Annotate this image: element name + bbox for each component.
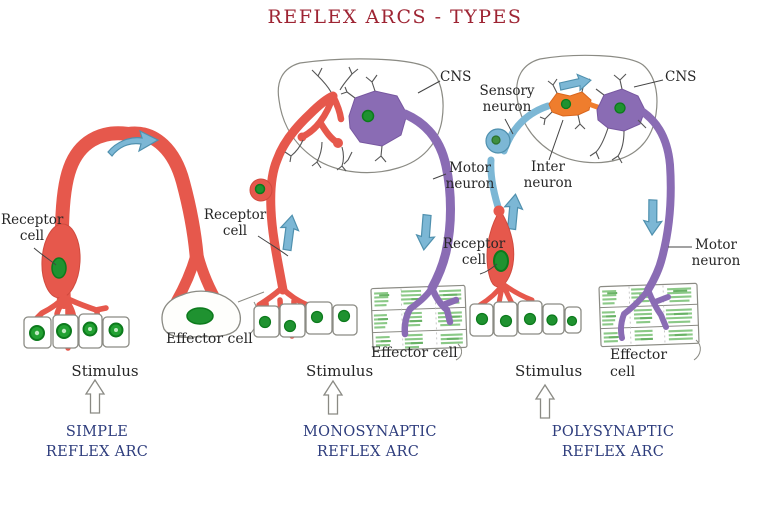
impulse-arrow-down-icon [415, 213, 436, 251]
mono-motor-neuron-axon [400, 109, 455, 293]
label-cns-mono: CNS [440, 69, 472, 85]
poly-motor-axon-branches [617, 287, 671, 341]
poly-sensory-ganglion-nucleus [491, 135, 501, 145]
stimulus-arrow-icon [322, 379, 344, 415]
poly-interneuron-nucleus [560, 98, 572, 110]
impulse-arrow-icon [107, 129, 160, 157]
polysynaptic-reflex-arc-drawing [469, 54, 701, 361]
simple-neuron-arc [54, 126, 204, 309]
label-motor-neuron-mono: Motor neuron [445, 160, 495, 192]
simple-effector-nucleus [186, 307, 214, 325]
mono-sensory-terminal-branches [298, 92, 345, 147]
stimulus-arrow-icon [534, 383, 556, 419]
mono-receptor-pointer-line [257, 235, 289, 257]
epithelial-nuclei [258, 309, 351, 333]
simple-receptor-pointer-line [33, 247, 57, 266]
label-cns-poly: CNS [665, 69, 697, 85]
poly-cns-pointer-line [633, 79, 664, 88]
impulse-arrow-right-icon [558, 73, 592, 92]
label-interneuron-poly: Inter neuron [523, 159, 573, 191]
label-sensory-neuron-poly: Sensory neuron [479, 83, 535, 115]
poly-receptor-pointer-line [479, 263, 498, 275]
mono-sensory-neuron-axon [266, 91, 338, 295]
mono-effector-pointer-hook [455, 343, 463, 361]
mono-sensory-ganglion-nucleus [254, 183, 266, 195]
simple-epithelial-cells [23, 313, 130, 349]
mono-terminal-twigs [284, 66, 359, 172]
simple-reflex-arc-drawing [23, 126, 265, 351]
label-receptor-cell-poly: Receptor cell [442, 236, 506, 268]
epithelial-nuclei [29, 321, 124, 341]
mono-cns-outline [277, 58, 444, 174]
poly-motor-twigs [589, 73, 647, 164]
impulse-arrow-down-icon [642, 199, 664, 237]
label-effector-cell-mono: Effector cell [371, 345, 458, 361]
mono-epithelial-cells [253, 301, 358, 338]
epithelial-nuclei [475, 312, 578, 328]
poly-motor-neuron-nucleus [614, 102, 626, 114]
stimulus-arrow-icon [84, 378, 106, 414]
mono-motor-neuron-body [348, 90, 408, 147]
stimulus-arrows [84, 378, 556, 419]
caption-polysynaptic-reflex-arc: POLYSYNAPTIC REFLEX ARC [551, 424, 675, 460]
label-receptor-cell-mono: Receptor cell [203, 207, 267, 239]
mono-motor-twigs [340, 74, 387, 163]
impulse-arrow-up-icon [503, 193, 524, 231]
poly-sensory-pointer-line [504, 118, 514, 135]
poly-effector-pointer-hook [693, 339, 701, 361]
poly-epithelial-cells [469, 300, 582, 337]
mono-motor-axon-branches [401, 284, 460, 338]
simple-receptor-nucleus [51, 257, 67, 279]
mono-motor-neuron-nucleus [361, 109, 375, 123]
label-stimulus-simple: Stimulus [71, 362, 139, 380]
poly-inter-pointer-line [548, 119, 564, 161]
label-stimulus-mono: Stimulus [306, 362, 374, 380]
mono-motor-pointer-line [432, 173, 447, 180]
label-stimulus-poly: Stimulus [515, 362, 583, 380]
label-receptor-cell-simple: Receptor cell [1, 212, 64, 244]
mono-cns-pointer-line [417, 80, 441, 94]
page-title: REFLEX ARCS - TYPES [267, 6, 523, 28]
label-motor-neuron-poly: Motor neuron [691, 237, 741, 269]
poly-receptor-nucleus [493, 250, 509, 272]
poly-receptor-terminals [477, 281, 535, 325]
caption-monosynaptic-reflex-arc: MONOSYNAPTIC REFLEX ARC [303, 424, 437, 460]
label-effector-cell-poly: Effector cell [610, 347, 668, 380]
monosynaptic-reflex-arc-drawing [249, 58, 468, 361]
caption-simple-reflex-arc: SIMPLE REFLEX ARC [45, 424, 149, 460]
poly-motor-neuron-axon [639, 108, 675, 294]
impulse-arrow-up-icon [279, 214, 300, 252]
label-effector-cell-simple: Effector cell [166, 331, 253, 347]
mono-muscle-effector [370, 284, 468, 352]
